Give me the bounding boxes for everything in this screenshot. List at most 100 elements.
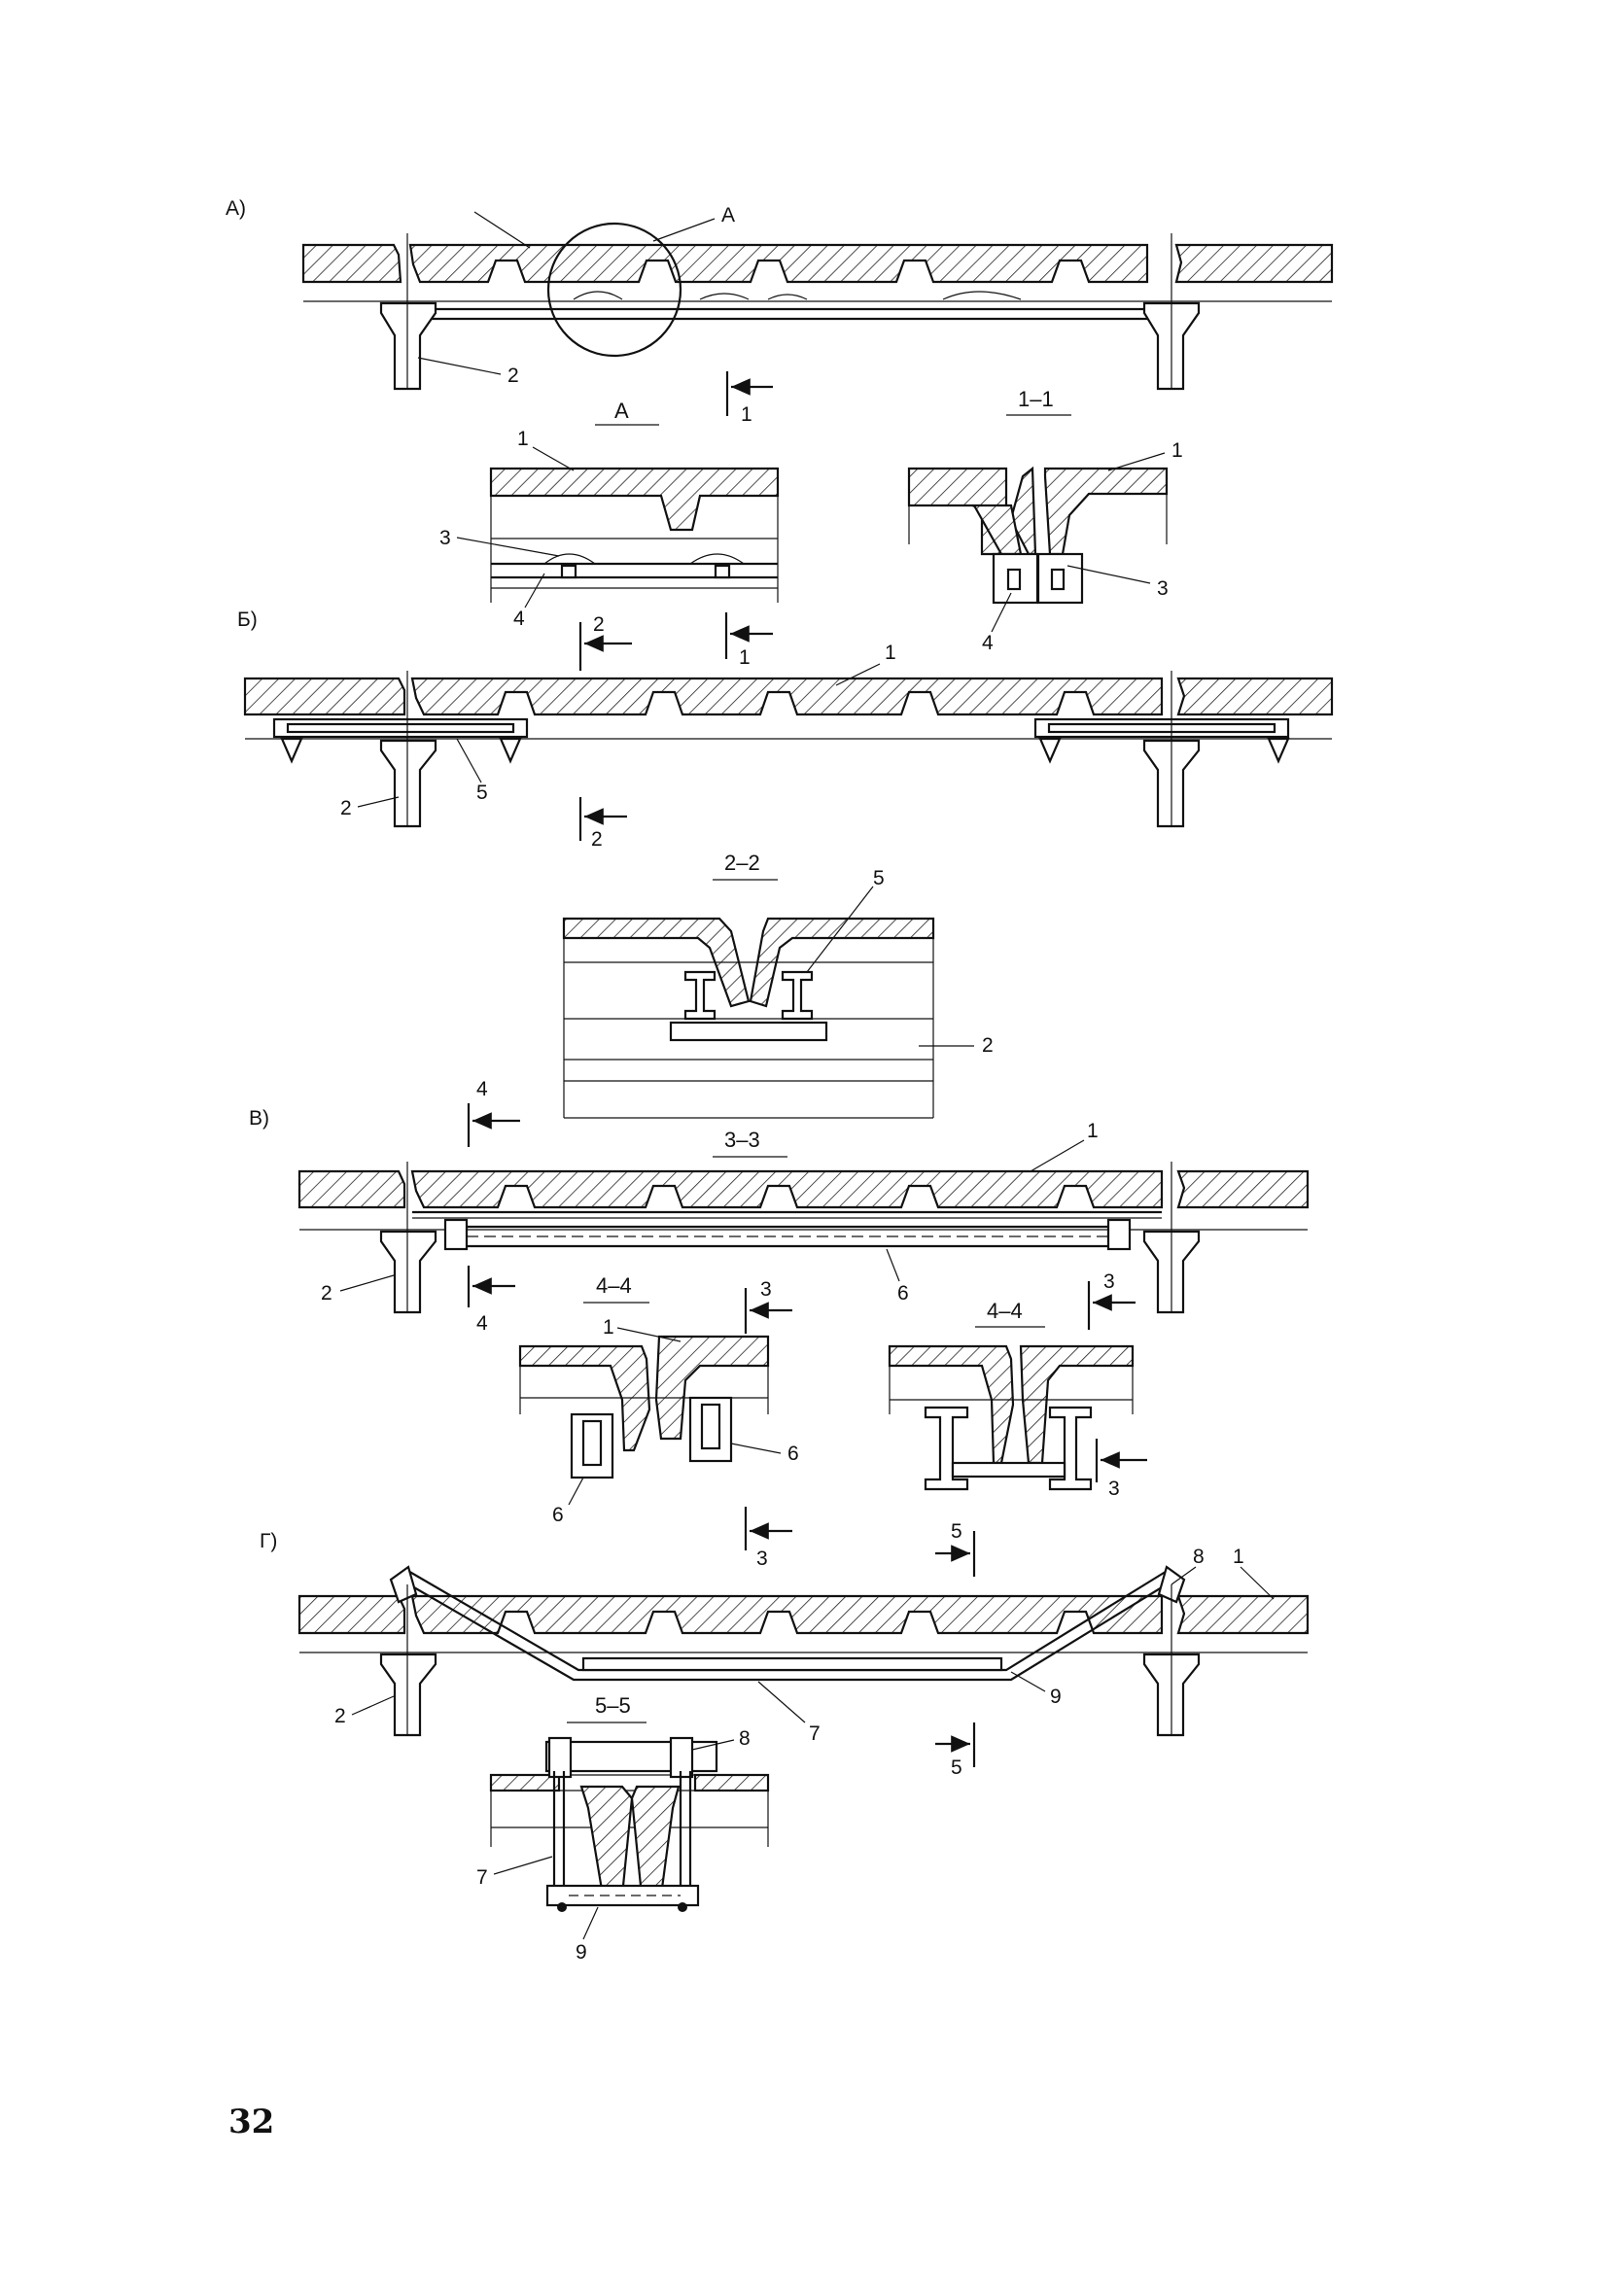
section-4-4-left-callout-6a: 6 [787, 1443, 799, 1465]
detail-a-leader-1 [532, 446, 575, 471]
section-1-1-callout-4: 4 [982, 632, 994, 654]
cut-mark-3-b-label: 3 [1103, 1270, 1115, 1293]
beam-6-end-right [1106, 1218, 1132, 1251]
section-1-1-callout-1: 1 [1171, 439, 1183, 462]
section-5-5-callout-8: 8 [739, 1727, 751, 1750]
section-5-5-callout-9: 9 [576, 1941, 587, 1964]
section-5-5-leader-7 [493, 1856, 553, 1875]
slab-b-left [243, 677, 406, 716]
panel-b: Б) 2 1 1 5 2 2 2–2 [237, 609, 1334, 1119]
column-b-left [379, 739, 437, 828]
cut-mark-1-label: 1 [741, 403, 752, 426]
anchor-left [389, 1565, 418, 1604]
slab-v-right [1176, 1169, 1310, 1209]
section-1-1-leader-3 [1066, 565, 1151, 584]
section-1-1-bolt-left [1006, 568, 1022, 591]
detail-a-shim-2 [714, 564, 731, 579]
slab-g-right [1176, 1594, 1310, 1635]
section-4-4-right-ibeam-right [1048, 1406, 1093, 1491]
detail-a-callout-3: 3 [439, 527, 451, 549]
section-5-5-top-nut-left [547, 1736, 573, 1779]
panel-g-callout-9: 9 [1050, 1686, 1062, 1708]
section-1-1-callout-3: 3 [1157, 577, 1169, 600]
leader-2 [417, 357, 502, 375]
section-5-5-rib-right [630, 1785, 681, 1897]
section-4-4-left-leader-6a [730, 1443, 782, 1454]
section-5-5-roller-left [557, 1902, 567, 1912]
cut-mark-1-bottom-label: 1 [739, 646, 751, 669]
section-5-5-rib-left [579, 1785, 634, 1897]
cut-mark-3-d-label: 3 [756, 1548, 768, 1570]
slab-v-left [297, 1169, 406, 1209]
panel-b-callout-5: 5 [476, 782, 488, 804]
slab-right [1174, 243, 1334, 284]
section-4-4-left-callout-1: 1 [603, 1316, 614, 1339]
panel-v-callout-2: 2 [321, 1282, 332, 1305]
tie-rod-strut [581, 1656, 1003, 1672]
column-left [379, 301, 437, 391]
panel-g-callout-8: 8 [1193, 1546, 1205, 1568]
section-2-2-title: 2–2 [724, 851, 760, 875]
panel-b-callout-1: 1 [885, 642, 896, 664]
detail-a-title: А [614, 399, 629, 423]
section-1-1-leader-4 [991, 592, 1012, 633]
bracket-left-1 [280, 737, 303, 764]
beam-6-end-left [443, 1218, 469, 1251]
slab-b-right [1176, 677, 1334, 716]
panel-b-leader-2 [357, 796, 400, 808]
pads [573, 291, 1022, 300]
section-4-4-right-plate [951, 1461, 1066, 1478]
cut-mark-4-bottom-label: 4 [476, 1312, 488, 1335]
detail-a-callout-1: 1 [517, 428, 529, 450]
section-5-5-leader-9 [582, 1906, 599, 1940]
detail-circle [546, 222, 682, 358]
section-5-5-callout-7: 7 [476, 1866, 488, 1889]
cut-mark-5-bottom-label: 5 [951, 1757, 962, 1779]
section-2-2-ibeam-right [781, 970, 814, 1021]
panel-g-leader-7 [757, 1681, 806, 1723]
slab-main [408, 243, 1149, 284]
section-1-1-right-rib [1043, 467, 1169, 556]
panel-g-leader-2 [351, 1695, 395, 1716]
section-2-2-left-slab [562, 917, 751, 1008]
slab-g-main [410, 1594, 1164, 1635]
section-4-4-left-leader-1 [616, 1327, 682, 1342]
panel-a: А) А 2 1 А [226, 197, 1334, 654]
panel-g: Г) 5 1 8 9 7 2 5 5–5 [260, 1520, 1310, 1964]
section-5-5-leader-8 [691, 1739, 735, 1751]
column-v-left [379, 1230, 437, 1314]
section-2-2-plate [669, 1021, 828, 1042]
column-g-left [379, 1652, 437, 1737]
section-4-4-left-callout-6b: 6 [552, 1504, 564, 1526]
section-4-4-left-box-1-inner [581, 1419, 603, 1467]
bracket-beam-left-inner [286, 722, 515, 734]
panel-g-callout-7: 7 [809, 1722, 821, 1745]
bracket-beam-right-inner [1047, 722, 1276, 734]
section-2-2-leader-5 [806, 886, 874, 973]
panel-b-leader-1 [835, 663, 881, 686]
section-1-1-leader-1 [1107, 452, 1166, 471]
detail-leader [652, 218, 716, 242]
cut-mark-3-c-label: 3 [1108, 1478, 1120, 1500]
bracket-right-2 [1267, 737, 1290, 764]
cut-mark-3-a-label: 3 [760, 1278, 772, 1301]
panel-b-letter: Б) [237, 609, 258, 631]
panel-v-callout-6: 6 [897, 1282, 909, 1305]
panel-a-letter: А) [226, 197, 246, 220]
section-4-4-right-ibeam-left [924, 1406, 969, 1491]
bracket-left-2 [499, 737, 522, 764]
leader-1-main [473, 211, 531, 249]
cut-mark-2-bottom-label: 2 [591, 828, 603, 851]
panel-b-leader-5 [456, 738, 482, 783]
panel-g-leader-8 [1171, 1566, 1197, 1585]
panel-g-callout-1: 1 [1233, 1546, 1244, 1568]
section-5-5-slab-right [693, 1773, 770, 1792]
panel-b-callout-2: 2 [340, 797, 352, 819]
cut-mark-5-top-label: 5 [951, 1520, 962, 1543]
section-3-3-title: 3–3 [724, 1128, 760, 1152]
panel-g-leader-9 [1010, 1671, 1046, 1692]
panel-v-letter: В) [249, 1107, 269, 1130]
slab-v-main [410, 1169, 1164, 1209]
slab-g-left [297, 1594, 406, 1635]
